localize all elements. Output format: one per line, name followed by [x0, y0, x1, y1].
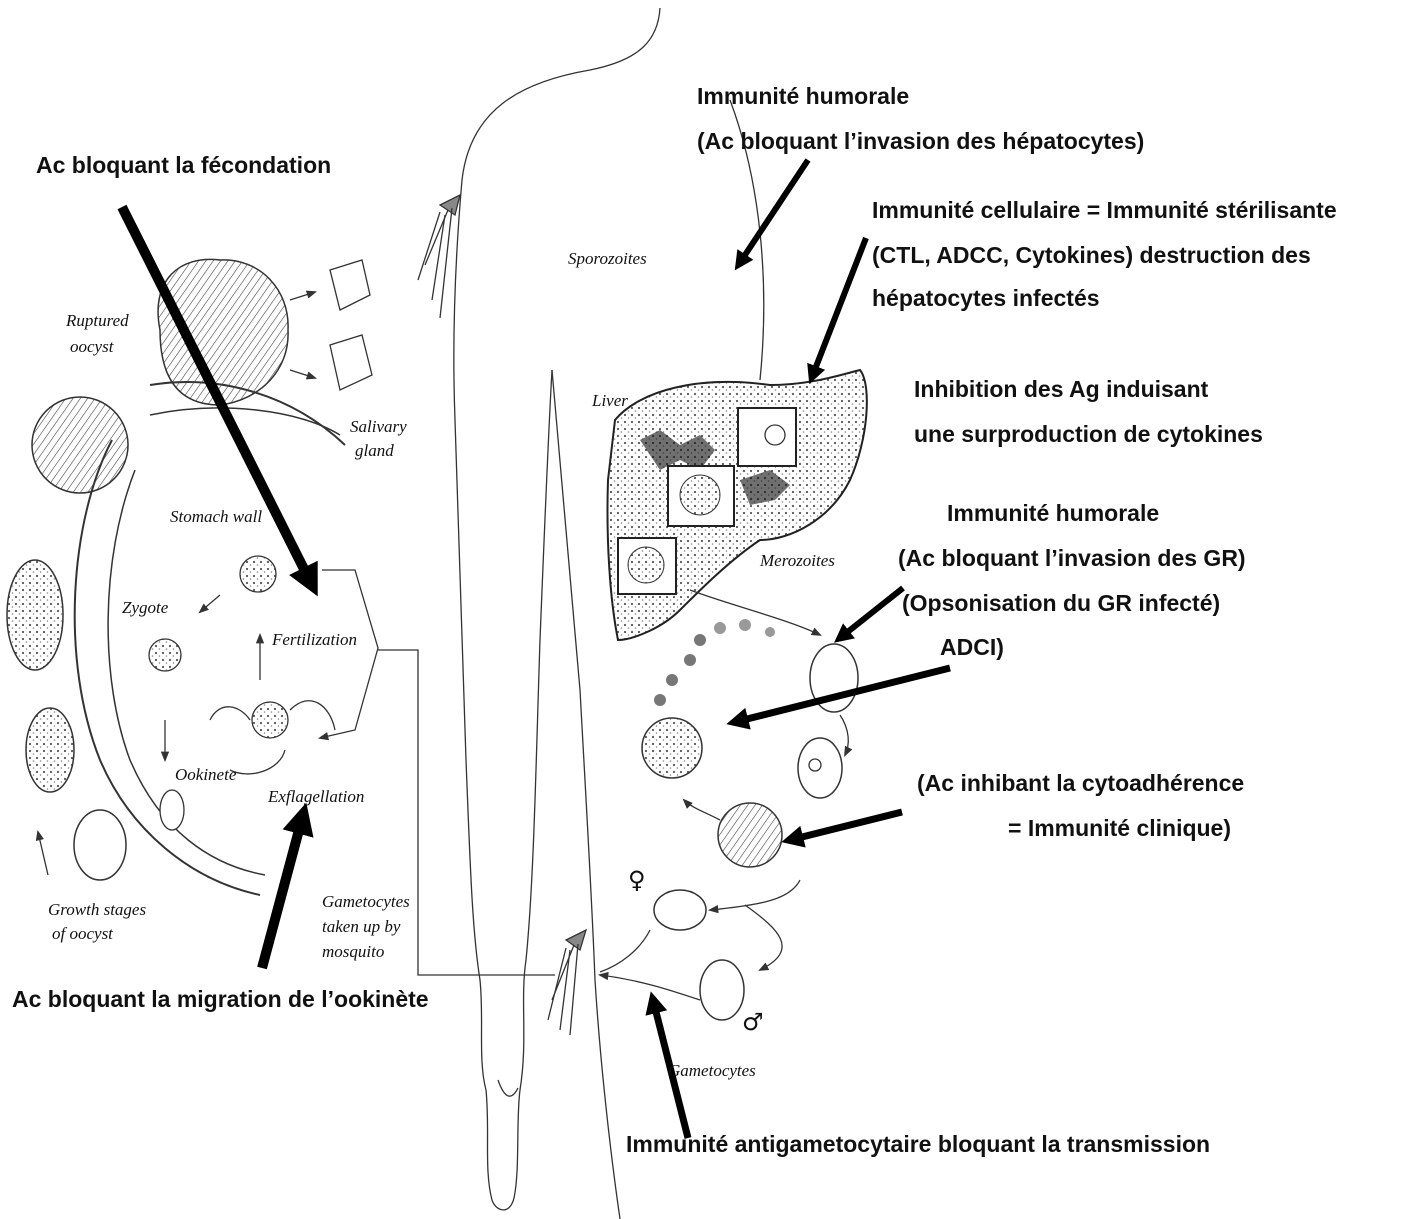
- zygote-label: Zygote: [122, 598, 169, 617]
- merozoites-label: Merozoites: [759, 551, 835, 570]
- humoral-gr-line-1: (Ac bloquant l’invasion des GR): [898, 545, 1246, 571]
- arrow-ookinete: [262, 815, 303, 968]
- humoral-gr-title: Immunité humorale: [947, 500, 1159, 526]
- arrow-cellular: [812, 238, 866, 377]
- arrow-humoral-hepatocytes: [739, 160, 808, 264]
- liver-label: Liver: [591, 391, 628, 410]
- fertilization-label: Fertilization: [271, 630, 357, 649]
- mosquito-top-icon: [418, 195, 460, 318]
- sporozoites-label: Sporozoites: [568, 249, 647, 268]
- cytoadherence-line-2: = Immunité clinique): [1008, 815, 1231, 841]
- cellular-line-1: Immunité cellulaire = Immunité stérilisa…: [872, 197, 1337, 223]
- cellular-line-3: hépatocytes infectés: [872, 285, 1100, 311]
- antigametocyte-label: Immunité antigametocytaire bloquant la t…: [626, 1131, 1210, 1157]
- humoral-gr-line-2: (Opsonisation du GR infecté): [902, 590, 1220, 616]
- salivary-gland-label-2: gland: [355, 441, 394, 460]
- gametocytes-label: Gametocytes: [668, 1061, 756, 1080]
- ruptured-oocyst-label-2: oocyst: [70, 337, 115, 356]
- humoral-top-title: Immunité humorale: [697, 83, 909, 109]
- humoral-top-desc: (Ac bloquant l’invasion des hépatocytes): [697, 128, 1144, 154]
- humoral-gr-line-3: ADCI): [940, 634, 1004, 660]
- mosquito-bottom-icon: [548, 930, 586, 1035]
- mosquito-stomach: [7, 259, 555, 975]
- arrow-cytoadherence: [790, 812, 902, 840]
- gametocytes-taken-label-3: mosquito: [322, 942, 384, 961]
- exflagellation-label: Exflagellation: [267, 787, 364, 806]
- liver: [607, 370, 866, 640]
- stomach-wall-label: Stomach wall: [170, 507, 262, 526]
- ookinete-label: Ookinete: [175, 765, 237, 784]
- gametocytes-taken-label-1: Gametocytes: [322, 892, 410, 911]
- human-body-outline: [454, 8, 764, 1219]
- growth-stages-label-2: of oocyst: [52, 924, 114, 943]
- cytoadherence-line-1: (Ac inhibant la cytoadhérence: [917, 770, 1244, 796]
- inhibition-line-1: Inhibition des Ag induisant: [914, 376, 1209, 402]
- ookinete-migration-label: Ac bloquant la migration de l’ookinète: [12, 986, 429, 1012]
- arrow-humoral-gr: [840, 588, 903, 638]
- female-symbol-icon: ♀: [628, 866, 646, 894]
- salivary-gland-label-1: Salivary: [350, 417, 407, 436]
- blood-stage-cycle: [600, 590, 858, 1020]
- immunity-annotations: Immunité humorale (Ac bloquant l’invasio…: [12, 83, 1337, 1157]
- cellular-line-2: (CTL, ADCC, Cytokines) destruction des: [872, 242, 1311, 268]
- ruptured-oocyst-label-1: Ruptured: [65, 311, 129, 330]
- male-symbol-icon: ♂: [742, 1008, 764, 1036]
- fecondation-label: Ac bloquant la fécondation: [36, 152, 331, 178]
- inhibition-line-2: une surproduction de cytokines: [914, 421, 1263, 447]
- gametocytes-taken-label-2: taken up by: [322, 917, 401, 936]
- growth-stages-label-1: Growth stages: [48, 900, 146, 919]
